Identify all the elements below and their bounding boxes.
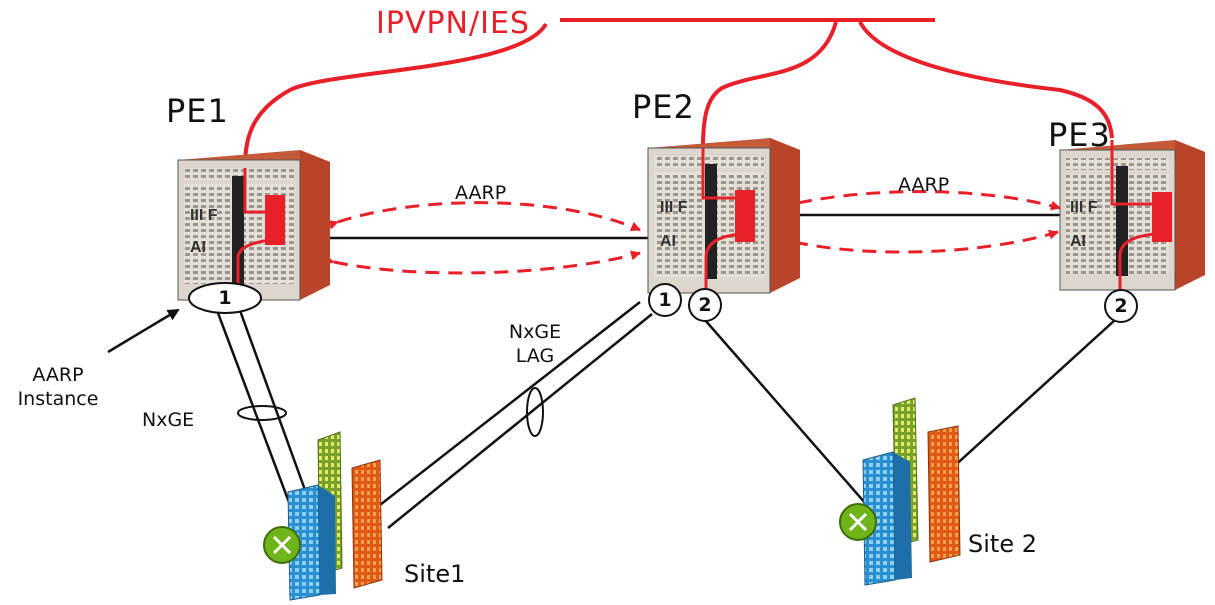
svg-text:III F: III F xyxy=(190,207,218,224)
inter-pe-links xyxy=(320,213,1060,240)
pe2-port-2-marker xyxy=(688,288,722,322)
ipvpn-ies-label: IPVPN/IES xyxy=(376,6,530,41)
pe1-router-icon: III F AI xyxy=(177,150,330,301)
pe3-port-2-marker xyxy=(1104,289,1138,323)
site1-label: Site1 xyxy=(404,560,466,588)
site1-building-icon xyxy=(263,431,383,601)
site2-building-icon xyxy=(839,397,961,586)
site2-label: Site 2 xyxy=(968,530,1037,558)
pe2-router-icon: III F AI xyxy=(647,138,800,294)
pe2-port-1-marker xyxy=(648,283,682,317)
svg-text:III F: III F xyxy=(660,199,688,216)
aarp-instance-arrow xyxy=(107,308,180,354)
aarp-instance-line1: AARP xyxy=(32,364,84,386)
aarp-instance-callout: AARP Instance xyxy=(16,363,100,411)
svg-text:AI: AI xyxy=(190,239,206,256)
pe1-port-1-number: 1 xyxy=(218,287,232,309)
pe3-label: PE3 xyxy=(1048,116,1111,154)
access-links xyxy=(213,301,1116,529)
pe3-router-icon: III F AI xyxy=(1059,140,1205,291)
nxge-label: NxGE xyxy=(142,409,195,431)
nxge-lag-label-line1: NxGE xyxy=(508,321,562,343)
nxge-lag-label-line2: LAG xyxy=(515,345,555,367)
aarp-arrows xyxy=(324,190,1061,275)
nxge-bundle-ellipse xyxy=(237,405,287,421)
svg-text:AI: AI xyxy=(660,233,676,250)
aarp-instance-line2: Instance xyxy=(17,388,99,410)
svg-text:AI: AI xyxy=(1070,233,1086,250)
svg-text:III F: III F xyxy=(1070,199,1098,216)
nxge-lag-label: NxGE LAG xyxy=(505,320,565,368)
pe1-label: PE1 xyxy=(166,92,229,130)
aarp-label-pe1-pe2: AARP xyxy=(455,182,507,204)
pe1-port-1-marker xyxy=(188,282,262,314)
pe2-port-2-number: 2 xyxy=(698,294,712,316)
aarp-label-pe2-pe3: AARP xyxy=(898,174,950,196)
pe3-port-2-number: 2 xyxy=(1114,295,1128,317)
nxge-lag-bundle-ellipse xyxy=(526,387,544,437)
ipvpn-bus xyxy=(243,18,1114,169)
pe2-label: PE2 xyxy=(632,88,695,126)
pe2-port-1-number: 1 xyxy=(658,289,672,311)
